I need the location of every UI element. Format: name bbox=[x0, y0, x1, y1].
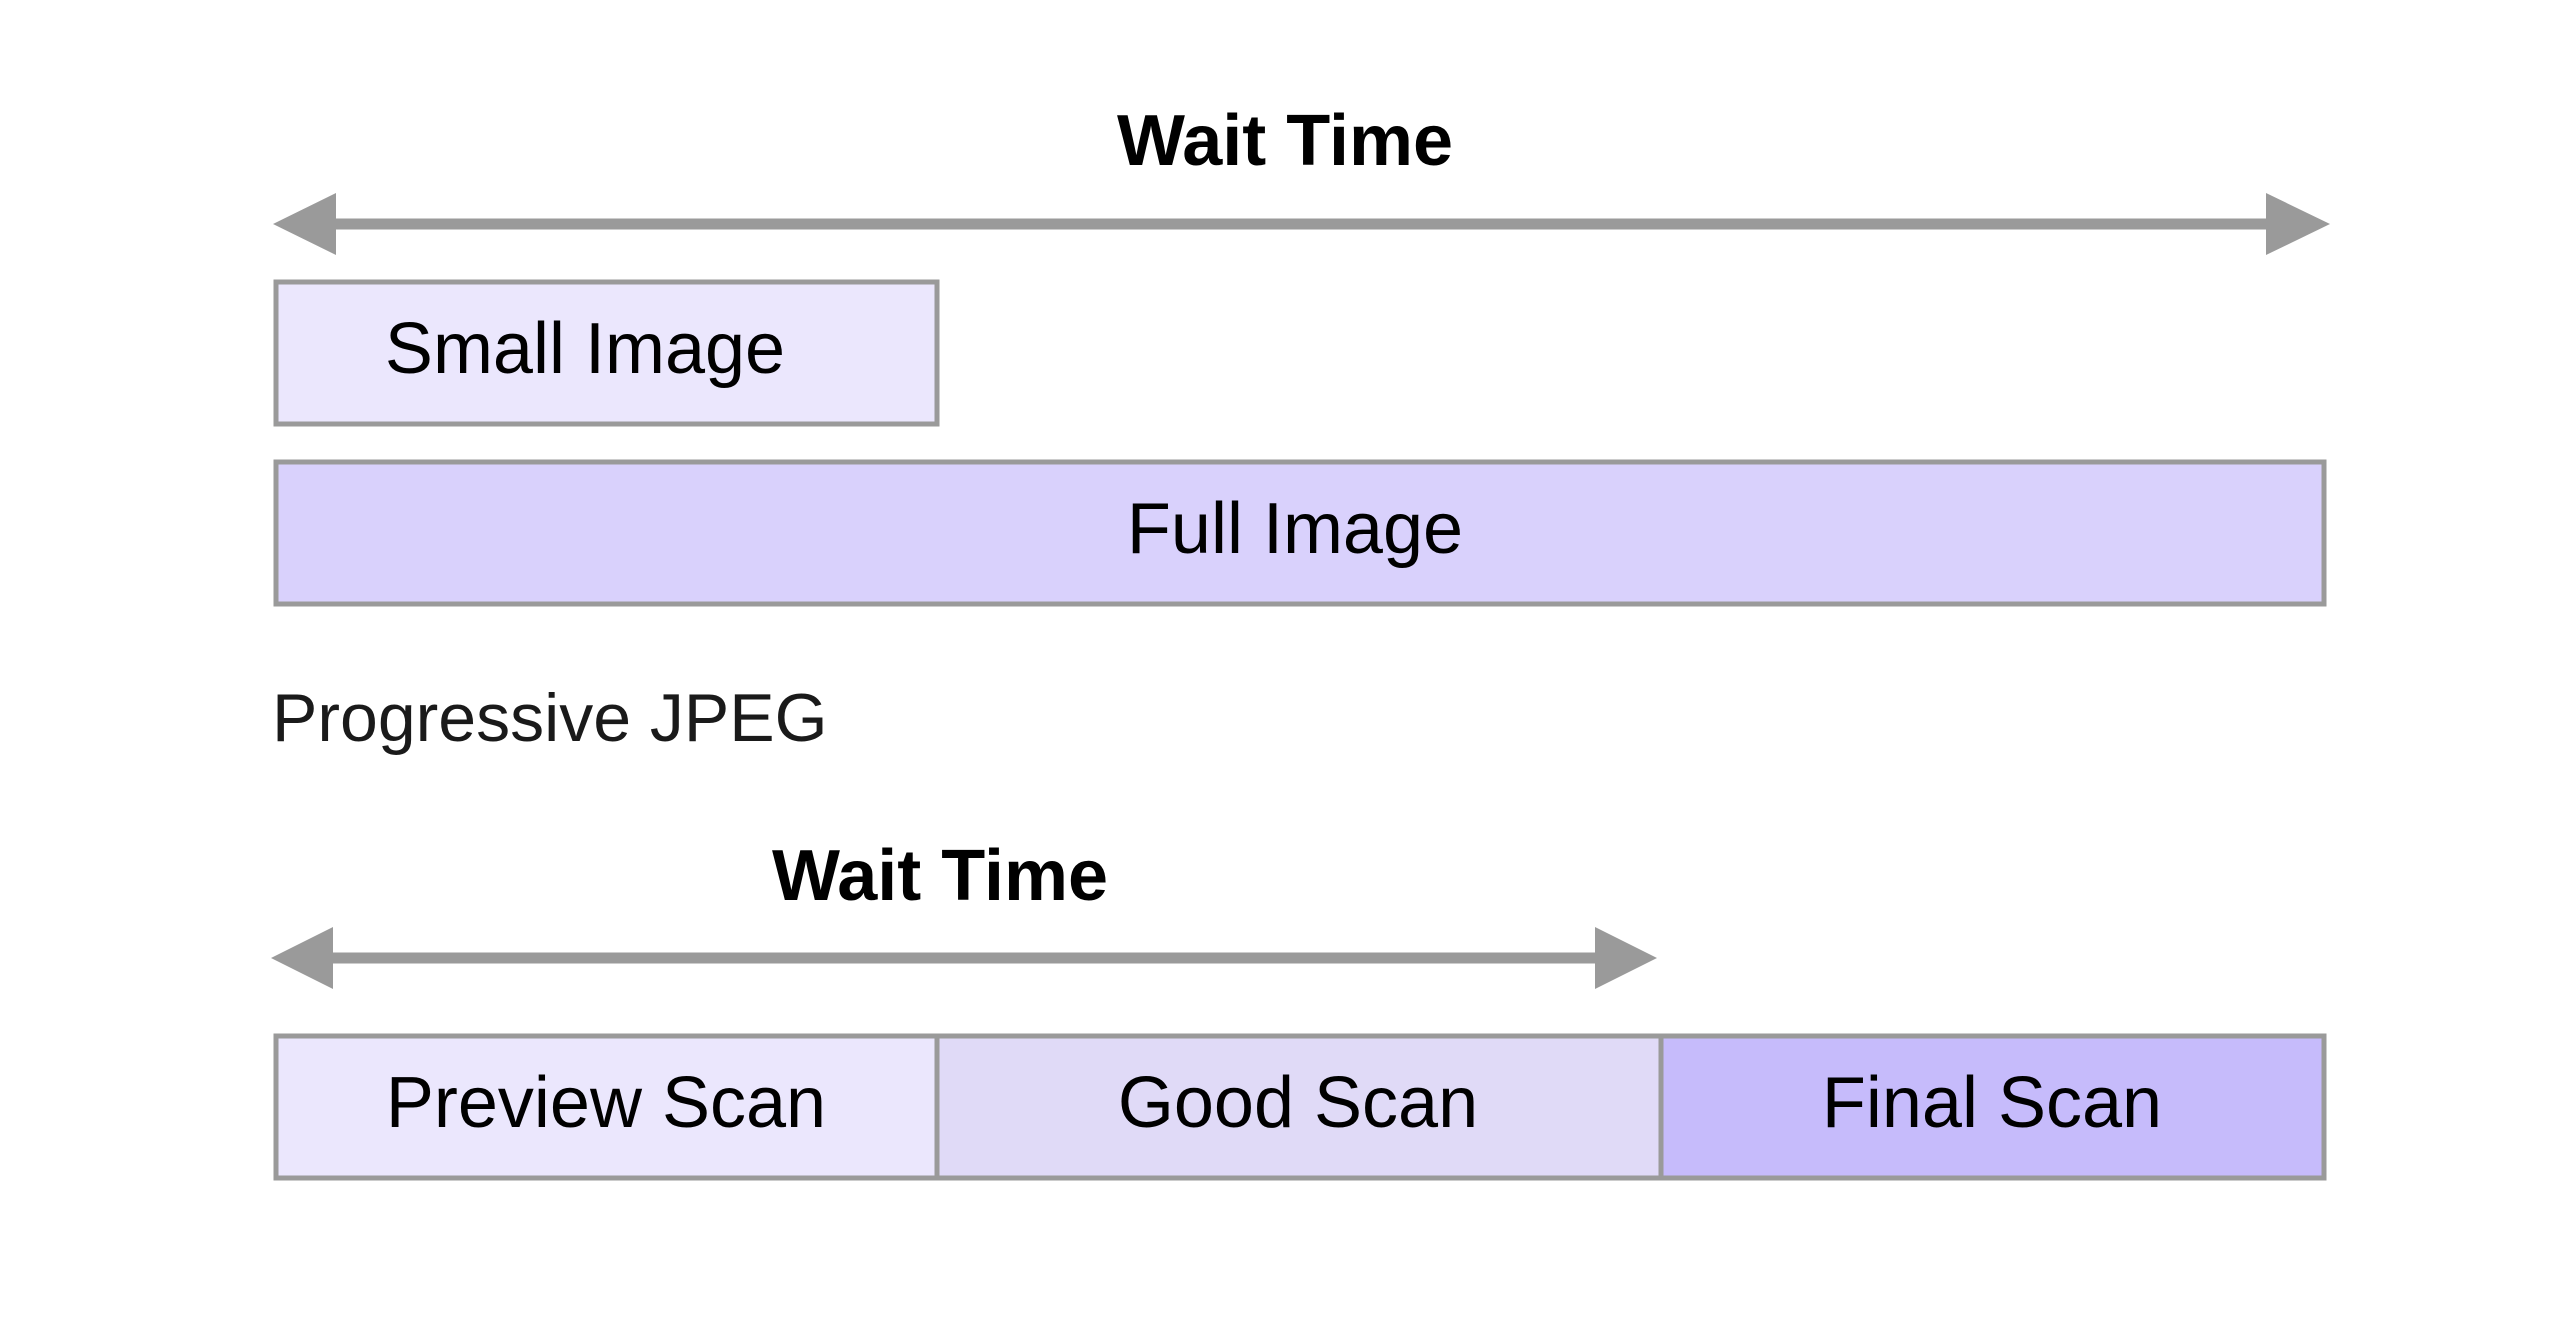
full-image-label: Full Image bbox=[1127, 489, 1463, 569]
preview-scan-label: Preview Scan bbox=[386, 1063, 826, 1143]
progressive-wait-time-arrow bbox=[271, 927, 1657, 989]
progressive-wait-time-title: Wait Time bbox=[772, 836, 1108, 916]
progressive-jpeg-label: Progressive JPEG bbox=[272, 680, 828, 756]
good-scan-box bbox=[934, 1033, 1664, 1181]
small-image-box bbox=[273, 279, 940, 427]
arrow-head-left bbox=[273, 193, 336, 255]
small-image-label: Small Image bbox=[385, 309, 785, 389]
arrow-head-right bbox=[1595, 927, 1657, 989]
arrow-head-right bbox=[2266, 193, 2330, 255]
top-wait-time-title: Wait Time bbox=[1117, 101, 1453, 181]
final-scan-label: Final Scan bbox=[1822, 1063, 2162, 1143]
preview-scan-box bbox=[273, 1033, 940, 1181]
arrow-head-left bbox=[271, 927, 333, 989]
final-scan-box bbox=[1658, 1033, 2327, 1181]
good-scan-label: Good Scan bbox=[1118, 1063, 1478, 1143]
top-wait-time-arrow bbox=[273, 193, 2330, 255]
full-image-box bbox=[273, 459, 2327, 607]
